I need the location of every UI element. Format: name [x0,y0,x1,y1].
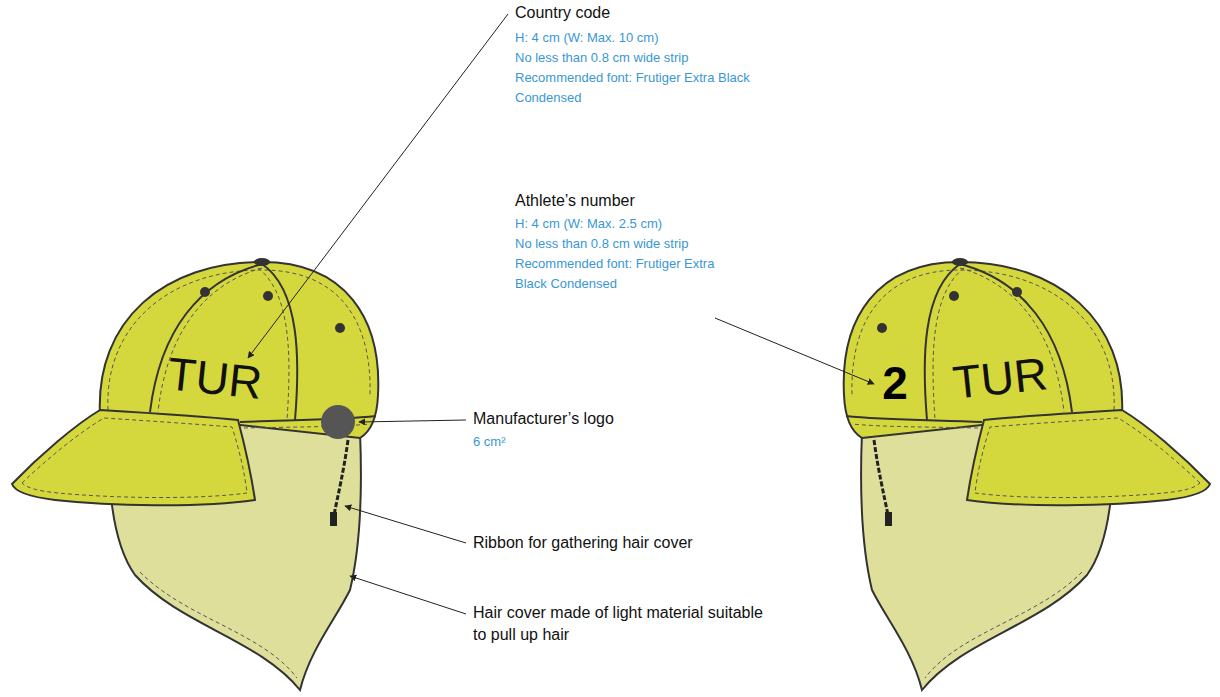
spec-note: H: 4 cm (W: Max. 2.5 cm) [515,214,775,234]
spec-note: Recommended font: Frutiger Extra Black C… [515,68,750,108]
logo-dot [321,405,355,439]
leader-line [248,14,508,358]
country-code: TUR [153,349,277,407]
spec-note: H: 4 cm (W: Max. 10 cm) [515,28,775,48]
callout-title: Ribbon for gathering hair cover [473,532,803,554]
callout-title: Athlete’s number [515,190,775,212]
spec-note: Recommended font: Frutiger Extra Black C… [515,254,715,294]
leader-line [345,506,466,543]
callout-title: Manufacturer’s logo [473,408,733,430]
spec-note: No less than 0.8 cm wide strip [515,48,775,68]
callout-title: Hair cover made of light material suitab… [473,602,773,646]
leader-line [359,420,466,422]
callout-title: Country code [515,2,775,24]
leader-line [350,576,466,614]
leader-line [715,318,874,384]
spec-note: No less than 0.8 cm wide strip [515,234,775,254]
spec-note: 6 cm² [473,432,593,452]
left-cap [12,258,378,690]
country-code: TUR [938,349,1062,407]
athlete-number: 2 [875,360,915,406]
right-cap [844,258,1210,690]
